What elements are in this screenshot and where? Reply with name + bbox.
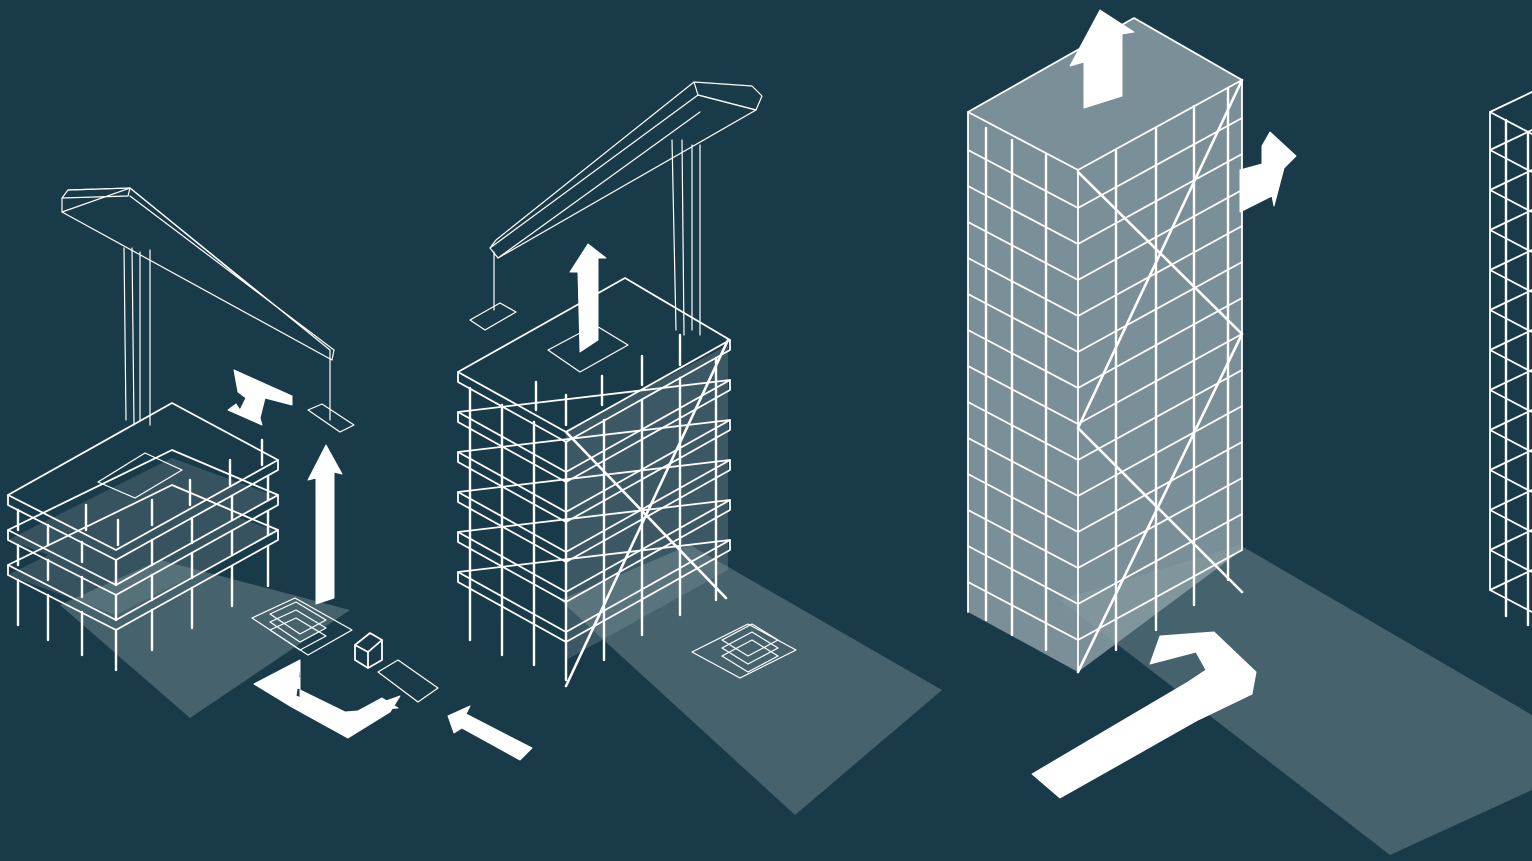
stage-3-cladding: [968, 18, 1242, 672]
site-container-icon: [355, 633, 438, 702]
stage-4-building: [1490, 92, 1532, 625]
tower-crane-icon: [470, 82, 762, 335]
stage-3-building: [968, 18, 1242, 672]
tower-crane-icon: [62, 188, 354, 432]
